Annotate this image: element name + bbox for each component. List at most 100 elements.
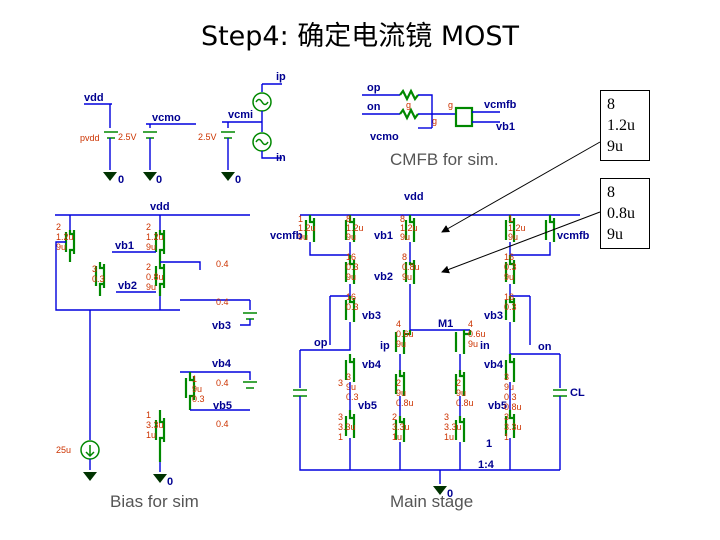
svg-text:0: 0 [235, 174, 241, 186]
pmos-transistor [504, 296, 516, 322]
pmos-transistor [304, 215, 316, 242]
svg-text:1.2u: 1.2u [400, 223, 418, 233]
main-vb2-label: vb2 [374, 271, 393, 283]
svg-text:0.8u: 0.8u [146, 272, 164, 282]
vcmfb-left-label: vcmfb [270, 230, 303, 242]
pmos-transistor [94, 262, 106, 296]
svg-text:1u: 1u [444, 432, 454, 442]
svg-text:16: 16 [504, 252, 514, 262]
svg-text:9u: 9u [468, 339, 478, 349]
pmos-transistor [344, 215, 356, 242]
svg-text:0.3: 0.3 [92, 274, 105, 284]
svg-text:3: 3 [346, 372, 351, 382]
bias-section: vdd 2 1.2u 9u 2 1.2u 9u vb1 3 0.3 2 0.8u… [55, 201, 257, 511]
nmos-transistor [504, 410, 516, 438]
nmos-transistor [454, 416, 466, 442]
svg-text:0.8u: 0.8u [504, 402, 522, 412]
svg-text:9u: 9u [402, 272, 412, 282]
svg-text:0: 0 [156, 174, 162, 186]
callout-multiplier: 8 [607, 96, 615, 113]
svg-text:0.4: 0.4 [216, 378, 229, 388]
svg-text:16: 16 [346, 292, 356, 302]
svg-text:0.6u: 0.6u [468, 329, 486, 339]
pvdd-label: pvdd [80, 133, 100, 143]
svg-text:1: 1 [298, 214, 303, 224]
bias-vb3-label: vb3 [212, 320, 231, 332]
ground-icon [221, 172, 235, 181]
svg-text:3: 3 [338, 378, 343, 388]
capacitor-icon [553, 389, 567, 397]
svg-text:2: 2 [396, 378, 401, 388]
svg-text:2: 2 [456, 378, 461, 388]
main-vb4-right-label: vb4 [484, 359, 504, 371]
svg-text:0.3: 0.3 [504, 262, 517, 272]
nmos-transistor [184, 372, 196, 410]
svg-text:4: 4 [468, 319, 473, 329]
main-op-label: op [314, 337, 328, 349]
main-vb1-label: vb1 [374, 230, 393, 242]
svg-text:0: 0 [118, 174, 124, 186]
capacitor-icon [293, 389, 307, 397]
svg-text:0: 0 [447, 488, 453, 500]
pmos-transistor [404, 215, 416, 242]
on-label: on [367, 101, 381, 113]
source-section: vdd pvdd 0 vcmo 2.5V 0 vcmi 2.5V 0 ip in [80, 71, 286, 186]
svg-text:3.3u: 3.3u [338, 422, 356, 432]
svg-text:2: 2 [56, 222, 61, 232]
svg-text:0.3: 0.3 [346, 302, 359, 312]
svg-text:0: 0 [167, 476, 173, 488]
svg-text:8: 8 [402, 252, 407, 262]
cl-label: CL [570, 387, 585, 399]
svg-text:1: 1 [192, 374, 197, 384]
main-vb3-left-label: vb3 [362, 310, 381, 322]
svg-text:9u: 9u [456, 388, 466, 398]
svg-text:1: 1 [146, 410, 151, 420]
vcmi-label: vcmi [228, 109, 253, 121]
main-stage-section: vdd 1 1.2u 9u 8 1.2u 9u 8 1.2u 9u 1 1.2u… [270, 191, 590, 511]
pmos-transistor [404, 260, 416, 284]
svg-text:4: 4 [396, 319, 401, 329]
svg-text:9u: 9u [56, 242, 66, 252]
nmos-transistor [454, 370, 466, 396]
callout-width: 9u [607, 226, 623, 243]
ground-icon [153, 474, 167, 483]
op-label: op [367, 82, 381, 94]
ratio-label: 1:4 [478, 459, 495, 471]
main-on-label: on [538, 341, 552, 353]
main-vdd-label: vdd [404, 191, 424, 203]
vdd-label: vdd [84, 92, 104, 104]
v25a-label: 2.5V [118, 132, 137, 142]
svg-text:9u: 9u [400, 232, 410, 242]
svg-text:1: 1 [508, 214, 513, 224]
cmfb-caption: CMFB for sim. [390, 150, 499, 169]
svg-text:9u: 9u [346, 382, 356, 392]
ratio-one-label: 1 [486, 438, 492, 450]
callout-width: 9u [607, 138, 623, 155]
svg-text:0.3: 0.3 [346, 262, 359, 272]
svg-text:9u: 9u [396, 388, 406, 398]
svg-text:1.2u: 1.2u [56, 232, 74, 242]
svg-text:9u: 9u [504, 272, 514, 282]
transistor-size-callout: 8 0.8u 9u [600, 178, 650, 249]
main-ip-label: ip [380, 340, 390, 352]
svg-text:0.3: 0.3 [346, 392, 359, 402]
svg-text:3: 3 [338, 412, 343, 422]
pmos-transistor [154, 230, 166, 262]
vcmo-label: vcmo [152, 112, 181, 124]
svg-text:0.8u: 0.8u [396, 398, 414, 408]
pmos-transistor [504, 255, 516, 284]
bias-vb2-label: vb2 [118, 280, 137, 292]
bias-vb4-label: vb4 [212, 358, 232, 370]
pmos-transistor [544, 215, 556, 242]
svg-text:0.8u: 0.8u [456, 398, 474, 408]
svg-text:0.4: 0.4 [216, 419, 229, 429]
main-in-label: in [480, 340, 490, 352]
pmos-diff-pair [394, 330, 412, 354]
pmos-transistor [504, 215, 516, 242]
svg-text:9u: 9u [192, 384, 202, 394]
ip-label: ip [276, 71, 286, 83]
svg-text:9u: 9u [298, 232, 308, 242]
svg-text:9u: 9u [346, 232, 356, 242]
main-vb5-left-label: vb5 [358, 400, 377, 412]
